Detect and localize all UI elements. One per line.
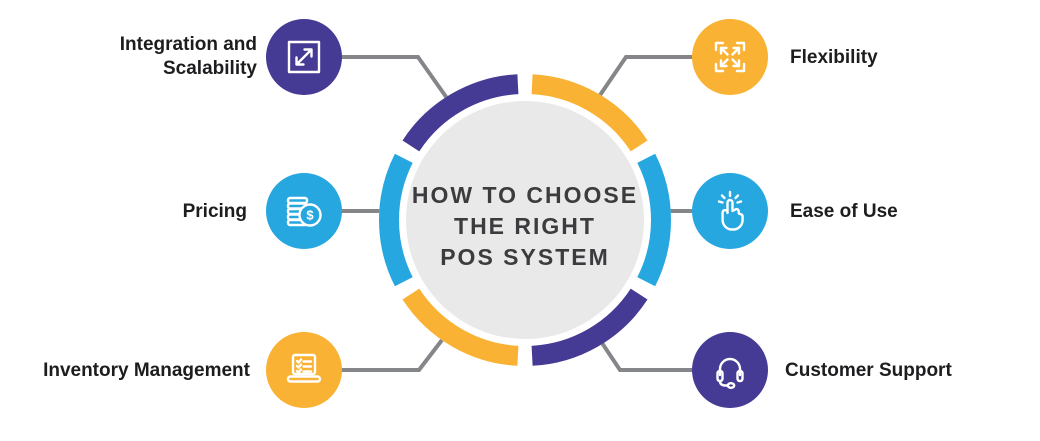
arc-bottom-right (531, 288, 648, 366)
label-middle-left: Pricing (182, 201, 247, 222)
label-top-right: Flexibility (790, 47, 878, 68)
connector-top-right (594, 55, 693, 103)
flexibility-bubble (692, 19, 768, 95)
arc-top-right (531, 74, 648, 152)
label-top-left: Integration and Scalability (120, 33, 257, 81)
connector-top-left (341, 55, 451, 103)
pricing-bubble: $ (266, 173, 342, 249)
label-middle-right: Ease of Use (790, 201, 898, 222)
coins-icon: $ (286, 196, 322, 227)
expand-arrows-icon (714, 41, 746, 73)
support-bubble (692, 332, 768, 408)
features-bubble (266, 332, 342, 408)
resize-icon (287, 40, 321, 74)
tap-icon (717, 190, 744, 231)
segmented-ring (379, 74, 671, 366)
arc-top-left (402, 74, 519, 152)
dollar-symbol: $ (306, 208, 314, 223)
connector-lines (341, 55, 693, 372)
laptop-checklist-icon (286, 353, 322, 383)
center-title-line3: POS SYSTEM (440, 244, 610, 270)
label-top-left-line1: Integration and (119, 34, 257, 55)
ease-of-use-bubble (692, 173, 768, 249)
center-disc (406, 101, 644, 339)
label-bottom-right: Customer Support (785, 360, 952, 381)
label-bottom-left: Inventory Management (43, 360, 250, 381)
center-title: HOW TO CHOOSE THE RIGHT POS SYSTEM (375, 180, 675, 273)
connector-bottom-left (341, 338, 444, 372)
arc-right (637, 153, 671, 287)
headset-icon (716, 357, 744, 390)
scalability-bubble (266, 19, 342, 95)
connector-bottom-right (600, 341, 693, 372)
arc-bottom-left (402, 288, 519, 366)
center-title-line2: THE RIGHT (454, 213, 596, 239)
center-title-line1: HOW TO CHOOSE (411, 182, 639, 208)
label-top-left-line2: Scalability (163, 58, 257, 79)
arc-left (379, 153, 413, 287)
